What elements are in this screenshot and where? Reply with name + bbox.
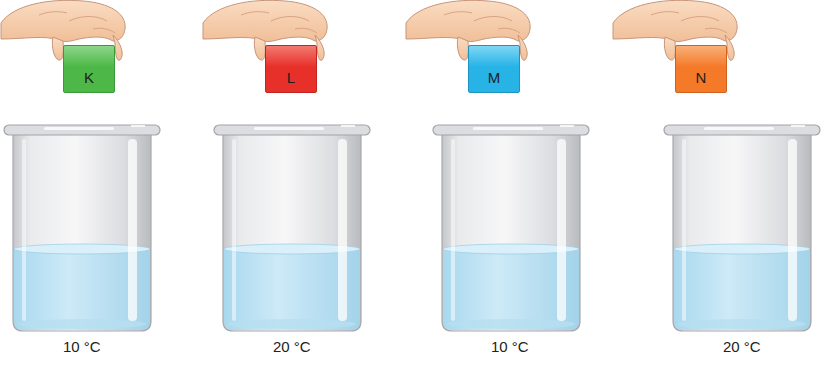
temperature-label: 20 °C: [723, 338, 761, 356]
colored-block: M: [468, 45, 520, 93]
block-letter: N: [696, 70, 707, 87]
block-letter: K: [84, 70, 94, 87]
beaker: [4, 125, 160, 331]
block-letter: L: [287, 70, 295, 87]
beaker: [664, 125, 820, 331]
temperature-label: 20 °C: [273, 338, 311, 356]
colored-block: N: [675, 45, 727, 93]
temperature-label: 10 °C: [63, 338, 101, 356]
temperature-label: 10 °C: [491, 338, 529, 356]
beaker: [214, 125, 370, 331]
colored-block: L: [265, 45, 317, 93]
colored-block: K: [63, 45, 115, 93]
block-letter: M: [488, 70, 501, 87]
beaker: [433, 125, 589, 331]
